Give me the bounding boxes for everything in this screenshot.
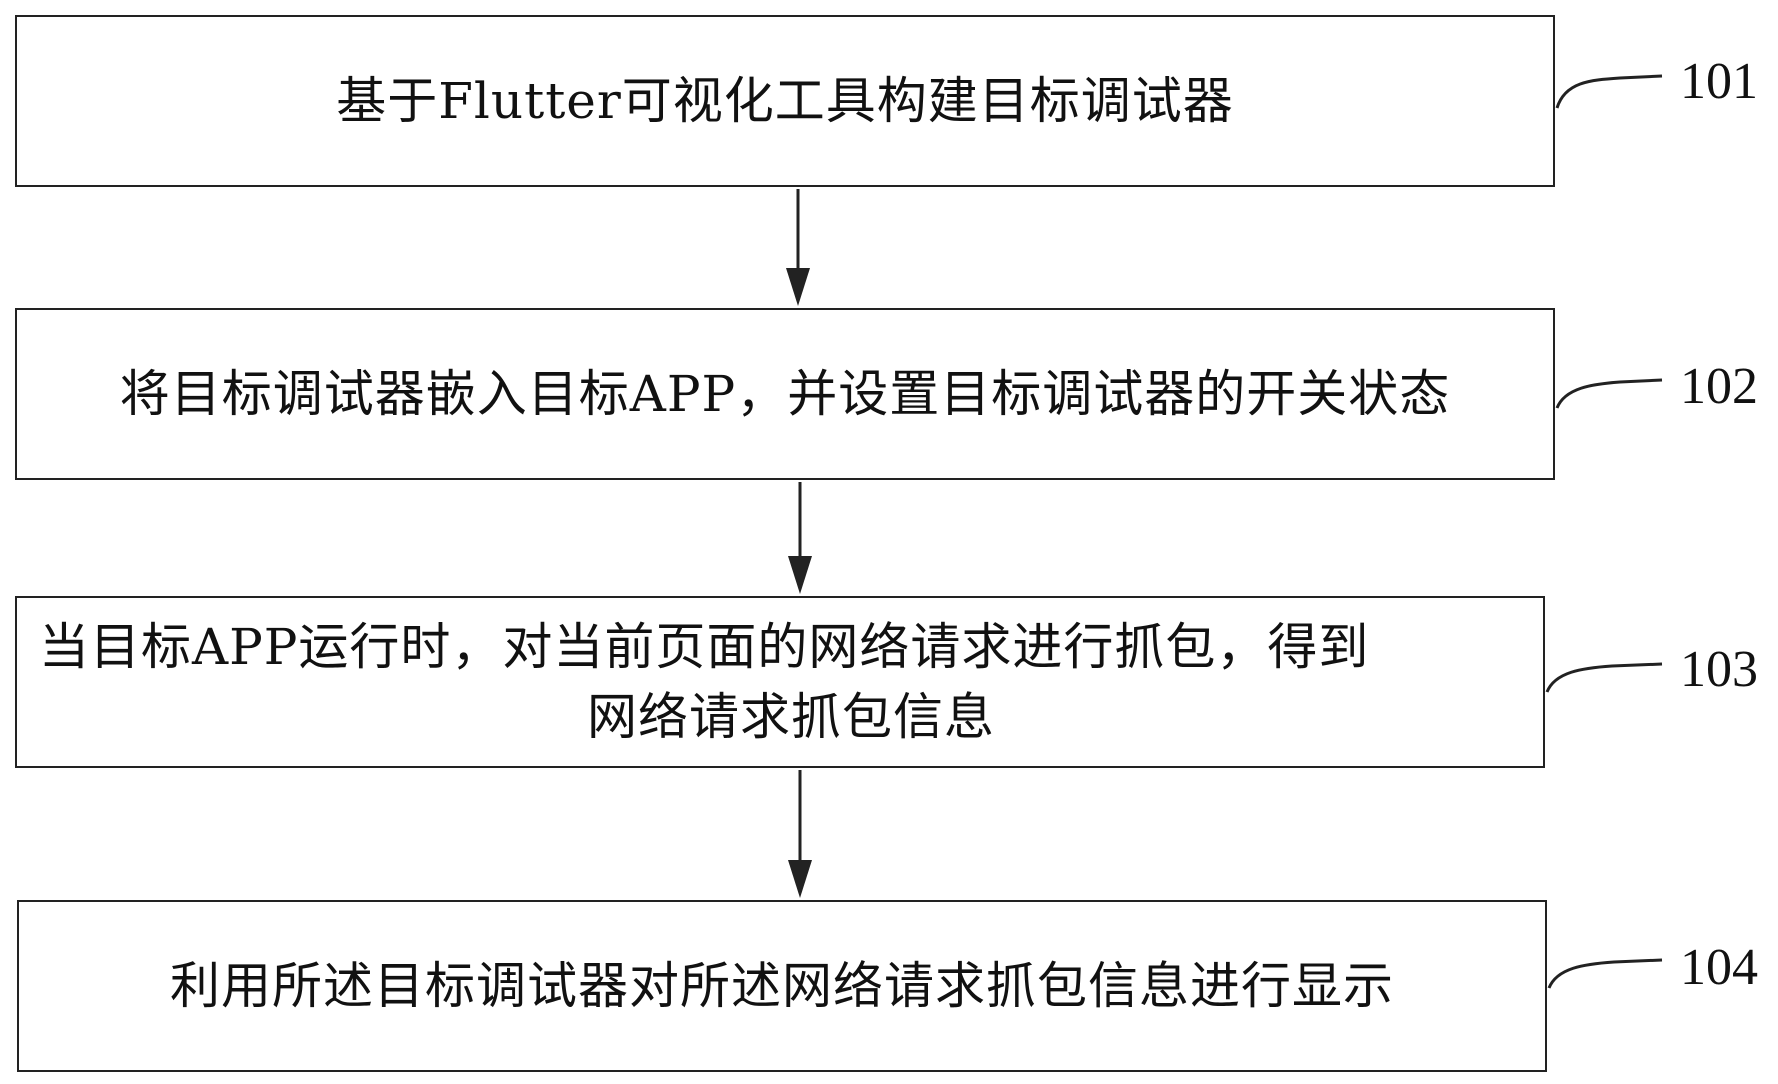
step-102-box: 将目标调试器嵌入目标APP，并设置目标调试器的开关状态	[15, 308, 1555, 480]
step-label-102: 102	[1680, 358, 1758, 415]
leader-line-101	[1555, 74, 1663, 109]
step-104-text: 利用所述目标调试器对所述网络请求抓包信息进行显示	[170, 957, 1394, 1015]
arrow-101-to-102-head	[786, 268, 810, 306]
leader-line-103	[1545, 662, 1663, 693]
step-label-104: 104	[1680, 939, 1758, 996]
step-103-text-line2: 网络请求抓包信息	[587, 688, 995, 746]
step-104-box: 利用所述目标调试器对所述网络请求抓包信息进行显示	[17, 900, 1547, 1072]
step-label-103: 103	[1680, 641, 1758, 698]
step-101-box: 基于Flutter可视化工具构建目标调试器	[15, 15, 1555, 187]
arrow-102-to-103-head	[788, 556, 812, 594]
step-label-101: 101	[1680, 53, 1758, 110]
step-102-text: 将目标调试器嵌入目标APP，并设置目标调试器的开关状态	[119, 365, 1451, 423]
leader-line-102	[1555, 378, 1663, 409]
step-103-box: 当目标APP运行时，对当前页面的网络请求进行抓包，得到 网络请求抓包信息	[15, 596, 1545, 768]
leader-line-104	[1547, 958, 1663, 989]
step-103-text-line1: 当目标APP运行时，对当前页面的网络请求进行抓包，得到	[39, 618, 1370, 676]
step-103-text-block: 当目标APP运行时，对当前页面的网络请求进行抓包，得到 网络请求抓包信息	[17, 612, 1543, 752]
arrow-103-to-104-head	[788, 860, 812, 898]
step-101-text: 基于Flutter可视化工具构建目标调试器	[336, 72, 1234, 130]
